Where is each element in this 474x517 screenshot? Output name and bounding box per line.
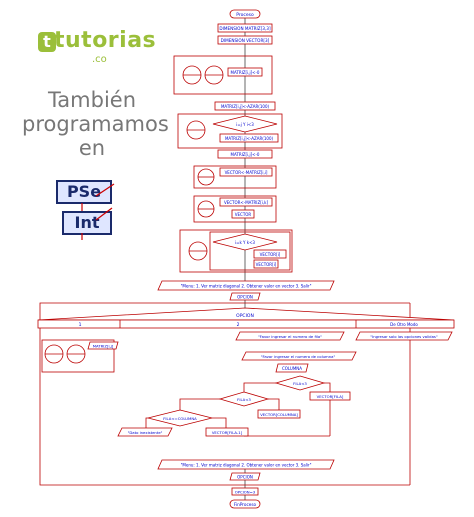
menu2-label: "Menu: 1. Ver matriz diagonal 2. Obtener… [181, 463, 312, 468]
end-op-label: OPCION=3 [235, 490, 256, 495]
assign-matrix-box: MATRIZ[i,j]<-0 [227, 67, 263, 77]
assign-matrix-label: MATRIZ[i,j]<-0 [231, 70, 260, 75]
end-op-box: OPCION=3 [231, 487, 259, 496]
msg-invalid-label: "Ingresar solo las opciones validas" [370, 334, 438, 339]
start-terminal: Proceso [229, 9, 261, 19]
case2-label: 2 [237, 322, 240, 328]
vector-col-box: VECTOR[COLUMNA] [257, 409, 301, 419]
loop-block-5 [179, 229, 293, 273]
vector-assign-box: VECTOR [231, 209, 255, 219]
cond-col-diamond: FILA<3 [218, 391, 270, 407]
repeat-loop-frame [39, 302, 411, 486]
dim-box-2: DIMENSION VECTOR[3] [217, 35, 273, 45]
msg-invalid-box: "Ingresar solo las opciones validas" [355, 331, 453, 341]
loop-block-1 [173, 55, 273, 95]
cond-fila-branches [243, 382, 331, 437]
brand-logo: t tutorias .co [36, 26, 156, 72]
msg-fila-label: "Favor ingresar el numero de fila" [258, 334, 322, 339]
case1-label: 1 [79, 322, 82, 328]
vector-assign-label: VECTOR [235, 212, 252, 217]
read-op-box: OPCION [229, 292, 261, 301]
promo-line-3: en [78, 136, 106, 160]
logo-badge-icon: t [38, 32, 56, 52]
menu1-label: "Menu: 1. Ver matriz diagonal 2. Obtener… [181, 284, 312, 289]
read-op-label: OPCION [237, 295, 253, 300]
cond-fila-diamond: FILA<3 [274, 375, 326, 391]
vector-fila2-label: VECTOR[FILA-1] [212, 430, 243, 435]
menu-output-2: "Menu: 1. Ver matriz diagonal 2. Obtener… [157, 459, 335, 470]
cond-ik-diamond: i=k Y k<3 [212, 233, 278, 251]
case1-branch [41, 339, 115, 373]
write-mat-box: MATRIZ[i,j] [87, 341, 119, 350]
vector-i-box: VECTOR[i] [253, 249, 287, 259]
vector-col-label: VECTOR[COLUMNA] [260, 412, 298, 417]
assign-diag-box: MATRIZ[i,j]<-AZAR(100) [214, 101, 276, 111]
promo-line-1: También [47, 88, 137, 112]
dim1-label: DIMENSION MATRIZ[3,3] [219, 26, 271, 31]
vector-sum-box: VECTOR<-MATRIZ[i,i] [219, 167, 273, 177]
vector-fila-label: VECTOR[FILA] [317, 394, 344, 399]
assign-diag-label: MATRIZ[i,j]<-AZAR(100) [221, 104, 270, 109]
logo-text: tutorias [54, 28, 157, 53]
msg-no-encontrado-label: "Dato inexistente" [128, 430, 163, 435]
logo-domain: .co [92, 54, 107, 65]
vector-k-label: VECTOR<-MATRIZ[i,k] [224, 200, 269, 205]
segun-block: OPCION 1 2 De Otro Modo [37, 307, 455, 329]
cond-fila-label: FILA<3 [293, 381, 307, 386]
write-mat-label: MATRIZ[i,j] [93, 344, 114, 349]
menu-output-1: "Menu: 1. Ver matriz diagonal 2. Obtener… [157, 280, 335, 291]
assign-m3-label: MATRIZ[i,j]<-0 [231, 152, 260, 157]
end-label: FinProceso [234, 502, 257, 507]
read-col-label: COLUMNA [282, 366, 302, 371]
cond-ij-label: i=j Y i<3 [236, 122, 254, 127]
loop-block-3 [193, 165, 277, 189]
loop-block-2 [177, 113, 283, 149]
assign-m3-box: MATRIZ[i,j]<-0 [217, 149, 273, 159]
end-terminal: FinProceso [229, 499, 261, 509]
vector-k-box: VECTOR<-MATRIZ[i,k] [219, 197, 273, 207]
promo-line-2: programamos [22, 112, 169, 136]
read-op2-label: OPCION [237, 475, 253, 480]
vector-sum-label: VECTOR<-MATRIZ[i,i] [225, 170, 268, 175]
cond-fila-col-branches [145, 417, 227, 428]
segun-label: OPCION [236, 313, 254, 319]
pseint-badge-int: Int [62, 211, 112, 235]
cond-col-branches [179, 398, 280, 410]
vector-fila2-box: VECTOR[FILA-1] [205, 427, 249, 437]
loop-block-4 [193, 195, 277, 223]
badge-arrows [81, 183, 115, 240]
read-op2-box: OPCION [229, 472, 261, 481]
pseint-badge-pse: PSe [56, 180, 112, 204]
read-col-box: COLUMNA [275, 363, 309, 373]
case-default-label: De Otro Modo [390, 322, 418, 327]
msg-col-box: "Favor ingresar el numero de columna" [241, 351, 357, 361]
dim2-label: DIMENSION VECTOR[3] [221, 38, 270, 43]
write-i-box: VECTOR[i] [253, 259, 279, 269]
assign-diag2-label: MATRIZ[i,j]<-AZAR(100) [225, 136, 274, 141]
start-label: Proceso [236, 12, 254, 18]
cond-fila-col-diamond: FILA<=COLUMNA [147, 409, 213, 427]
msg-col-label: "Favor ingresar el numero de columna" [261, 354, 336, 359]
cond-fila-col-label: FILA<=COLUMNA [163, 416, 197, 421]
cond-ik-label: i=k Y k<3 [235, 240, 255, 245]
msg-fila-box: "Favor ingresar el numero de fila" [235, 331, 345, 341]
msg-no-encontrado-box: "Dato inexistente" [117, 427, 173, 437]
cond-col-label: FILA<3 [237, 397, 251, 402]
vector-i-label: VECTOR[i] [260, 252, 281, 257]
assign-diag2-box: MATRIZ[i,j]<-AZAR(100) [219, 133, 279, 143]
dim-box-1: DIMENSION MATRIZ[3,3] [217, 23, 273, 33]
promo-text: También programamos en [22, 88, 169, 160]
vector-fila-box: VECTOR[FILA] [309, 391, 351, 401]
write-i-label: VECTOR[i] [256, 262, 277, 267]
cond-ij-diamond: i=j Y i<3 [212, 115, 278, 133]
